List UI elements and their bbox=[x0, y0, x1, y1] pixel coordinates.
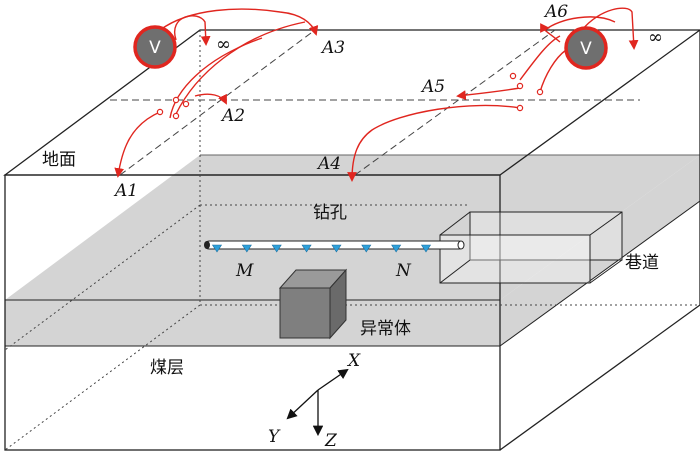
electrode-marker bbox=[301, 244, 312, 253]
electrode-marker bbox=[361, 244, 372, 253]
coordinate-axes bbox=[286, 368, 349, 437]
electrode-marker bbox=[271, 244, 282, 253]
electrode-a2-label: A2 bbox=[220, 106, 245, 126]
roadway-tunnel bbox=[439, 211, 623, 284]
anomaly-cube bbox=[278, 268, 348, 340]
axis-x-label: X bbox=[346, 351, 361, 371]
electrode-a5-label: A5 bbox=[420, 77, 445, 97]
survey-lines bbox=[110, 29, 640, 176]
axis-z-label: Z bbox=[324, 431, 338, 451]
point-m-label: M bbox=[235, 261, 254, 281]
electrode-marker bbox=[331, 244, 342, 253]
electrode-marker bbox=[241, 244, 252, 253]
electrode-array bbox=[211, 244, 432, 253]
voltmeter-left-symbol: V bbox=[149, 38, 161, 58]
electrode-a1-label: A1 bbox=[113, 181, 138, 201]
survey-block-outline bbox=[3, 29, 700, 451]
coal-seam-band bbox=[5, 154, 700, 347]
coal-seam-label: 煤层 bbox=[150, 358, 184, 378]
axis-y-label: Y bbox=[268, 427, 281, 447]
voltmeter-left: V bbox=[133, 25, 177, 69]
electrode-a6-label: A6 bbox=[543, 2, 568, 22]
hidden-edges bbox=[4, 30, 700, 451]
point-n-label: N bbox=[395, 261, 412, 281]
electrode-a3-label: A3 bbox=[320, 38, 345, 58]
infinity-right-label: ∞ bbox=[648, 27, 663, 48]
electrode-a4-label: A4 bbox=[316, 154, 341, 174]
wiring bbox=[114, 7, 639, 182]
anomaly-label: 异常体 bbox=[360, 319, 411, 339]
voltmeter-right-symbol: V bbox=[580, 39, 592, 59]
borehole-label: 钻孔 bbox=[313, 203, 347, 223]
infinity-left-label: ∞ bbox=[216, 34, 231, 55]
electrode-marker bbox=[420, 244, 432, 253]
wire-junctions bbox=[156, 72, 544, 120]
electrode-marker bbox=[391, 244, 402, 253]
roadway-label: 巷道 bbox=[625, 253, 659, 273]
ground-label: 地面 bbox=[42, 150, 76, 170]
voltmeter-right: V bbox=[564, 26, 608, 70]
electrode-marker bbox=[211, 244, 223, 253]
